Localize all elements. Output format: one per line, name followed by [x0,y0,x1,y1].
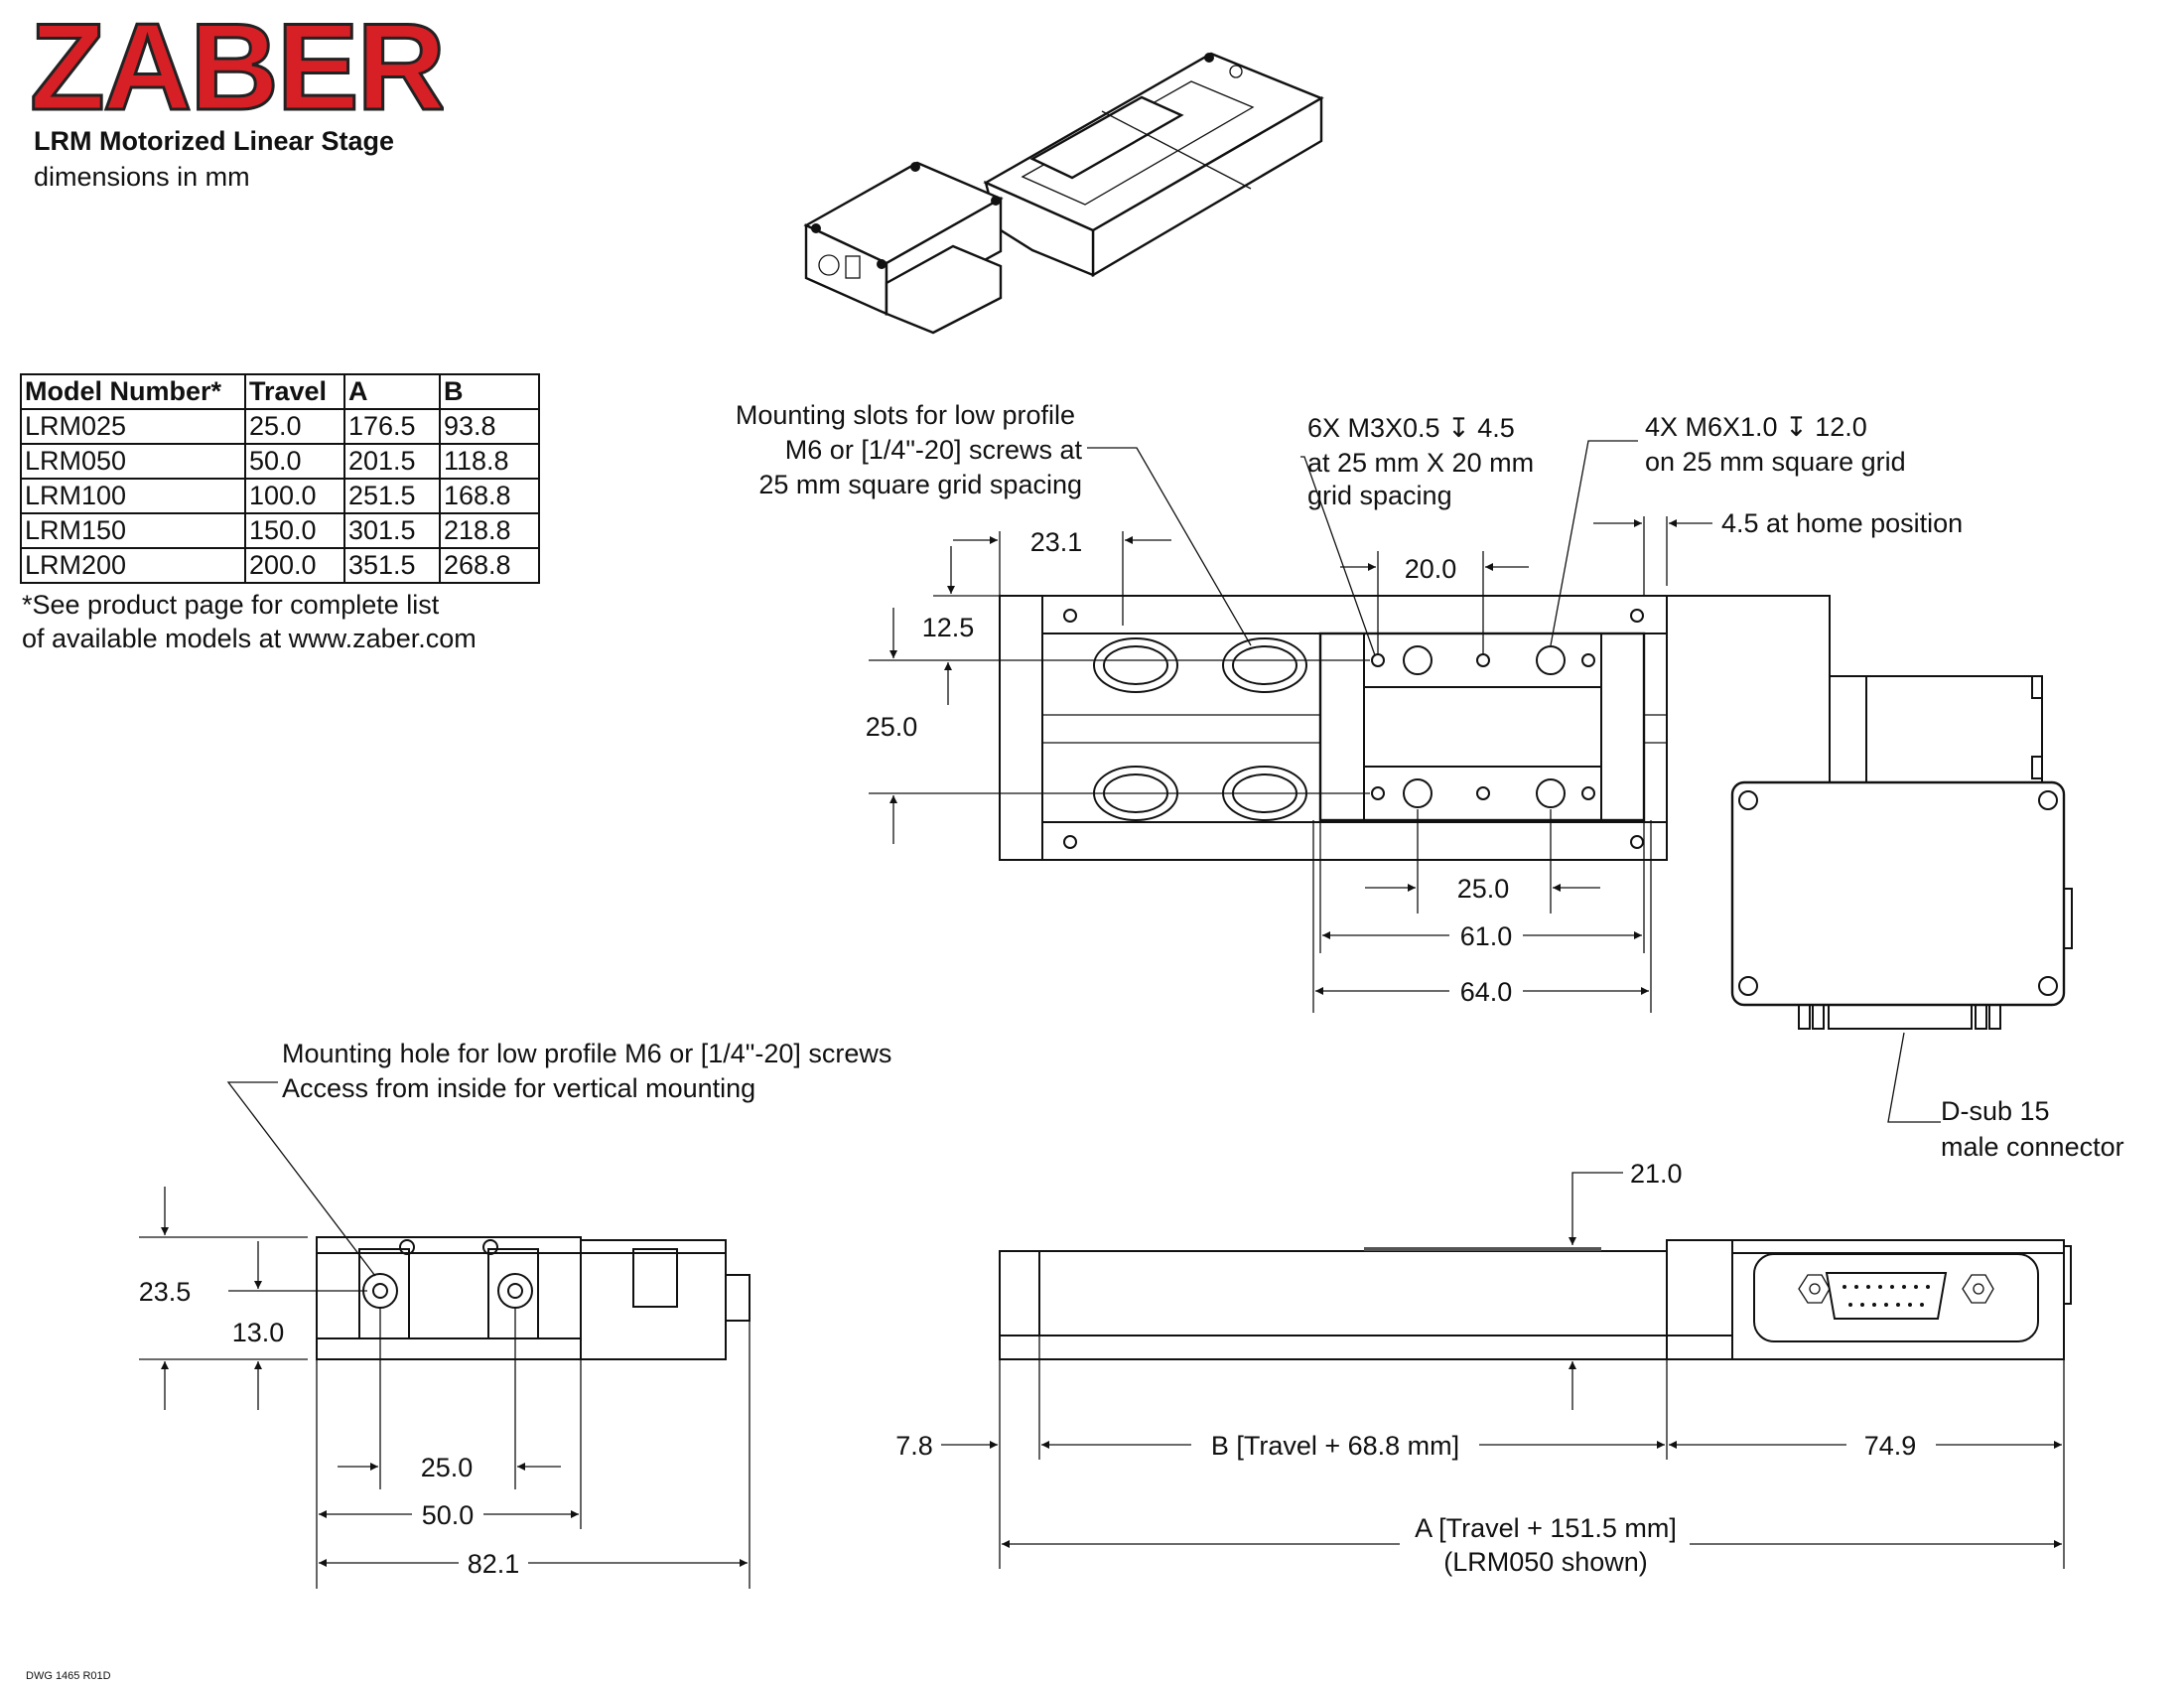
m6-note-line-2: on 25 mm square grid [1645,447,1906,477]
dim-74-9: 74.9 [1864,1431,1917,1461]
dim-23-5: 23.5 [139,1277,192,1307]
slots-note-line-2: M6 or [1/4"-20] screws at [785,435,1083,465]
motor [1667,595,2043,783]
dim-61-0: 61.0 [1460,921,1513,951]
dim-82-1: 82.1 [468,1549,520,1579]
controller-box [1730,780,2073,1030]
column-header: Model Number* [20,373,246,410]
m3-note-line-2: at 25 mm X 20 mm [1307,448,1534,478]
footnote-line-1: *See product page for complete list [22,590,440,620]
slots-note-line-1: Mounting slots for low profile [736,400,1075,430]
dim-25-0-horizontal: 25.0 [1457,874,1510,904]
dim-13-0: 13.0 [232,1318,285,1347]
column-header: Travel [244,373,345,410]
page-title: LRM Motorized Linear Stage [34,126,395,156]
dim-7-8: 7.8 [895,1431,933,1461]
cell: 93.8 [439,408,540,445]
cell: 251.5 [343,478,441,514]
zaber-logo: ZABER [30,18,445,117]
end-view: Mounting hole for low profile M6 or [1/4… [139,1039,891,1589]
cell: 25.0 [244,408,345,445]
m3-note-line-3: grid spacing [1307,481,1452,510]
shown-model-note: (LRM050 shown) [1443,1547,1648,1577]
home-position-note: 4.5 at home position [1721,508,1963,538]
dim-21-0: 21.0 [1630,1159,1683,1189]
units-note: dimensions in mm [34,162,250,192]
cell: LRM200 [20,547,246,584]
cell: 50.0 [244,443,345,480]
cell: 351.5 [343,547,441,584]
dim-50-0: 50.0 [422,1500,475,1530]
dim-23-1: 23.1 [1030,527,1083,557]
cell: 268.8 [439,547,540,584]
dim-25-0: 25.0 [421,1453,474,1482]
cell: 218.8 [439,512,540,549]
hole-note-line-2: Access from inside for vertical mounting [282,1073,755,1103]
footnote-line-2: of available models at www.zaber.com [22,624,477,653]
cell: LRM150 [20,512,246,549]
dsub-pins [1843,1285,1930,1307]
cell: 168.8 [439,478,540,514]
cell: 150.0 [244,512,345,549]
cell: 100.0 [244,478,345,514]
dsub-note-line-2: male connector [1941,1132,2124,1162]
slots-note-line-3: 25 mm square grid spacing [758,470,1082,499]
dim-a: A [Travel + 151.5 mm] [1415,1513,1677,1543]
cell: 201.5 [343,443,441,480]
carriage [1318,632,1646,822]
side-view: 21.0 7.8 B [Travel + 68.8 mm] 74.9 A [Tr… [895,1159,2072,1577]
dim-64-0: 64.0 [1460,977,1513,1007]
cell: 176.5 [343,408,441,445]
dim-b: B [Travel + 68.8 mm] [1211,1431,1459,1461]
side-view-dimension-lines [941,1172,2065,1569]
table-header-row: Model Number* Travel A B [20,373,540,410]
dim-25-0-vertical: 25.0 [866,712,918,742]
dim-20-0: 20.0 [1405,554,1457,584]
isometric-view [803,52,1324,335]
dim-12-5: 12.5 [922,613,975,642]
top-view: Mounting slots for low profile M6 or [1/… [736,400,2124,1162]
m3-note-line-1: 6X M3X0.5 ↧ 4.5 [1307,413,1515,443]
column-header: A [343,373,441,410]
top-view-dimension-lines [869,440,1941,1123]
column-header: B [439,373,540,410]
m6-note-line-1: 4X M6X1.0 ↧ 12.0 [1645,412,1867,442]
cell: LRM100 [20,478,246,514]
cell: LRM025 [20,408,246,445]
dsub-note-line-1: D-sub 15 [1941,1096,2050,1126]
end-view-dimension-lines [139,1081,751,1589]
cell: 200.0 [244,547,345,584]
cell: 118.8 [439,443,540,480]
dsub-connector [1753,1253,2039,1342]
cell: 301.5 [343,512,441,549]
hole-note-line-1: Mounting hole for low profile M6 or [1/4… [282,1039,891,1068]
drawing-number: DWG 1465 R01D [26,1670,111,1682]
mounting-slots [1093,637,1307,821]
cell: LRM050 [20,443,246,480]
